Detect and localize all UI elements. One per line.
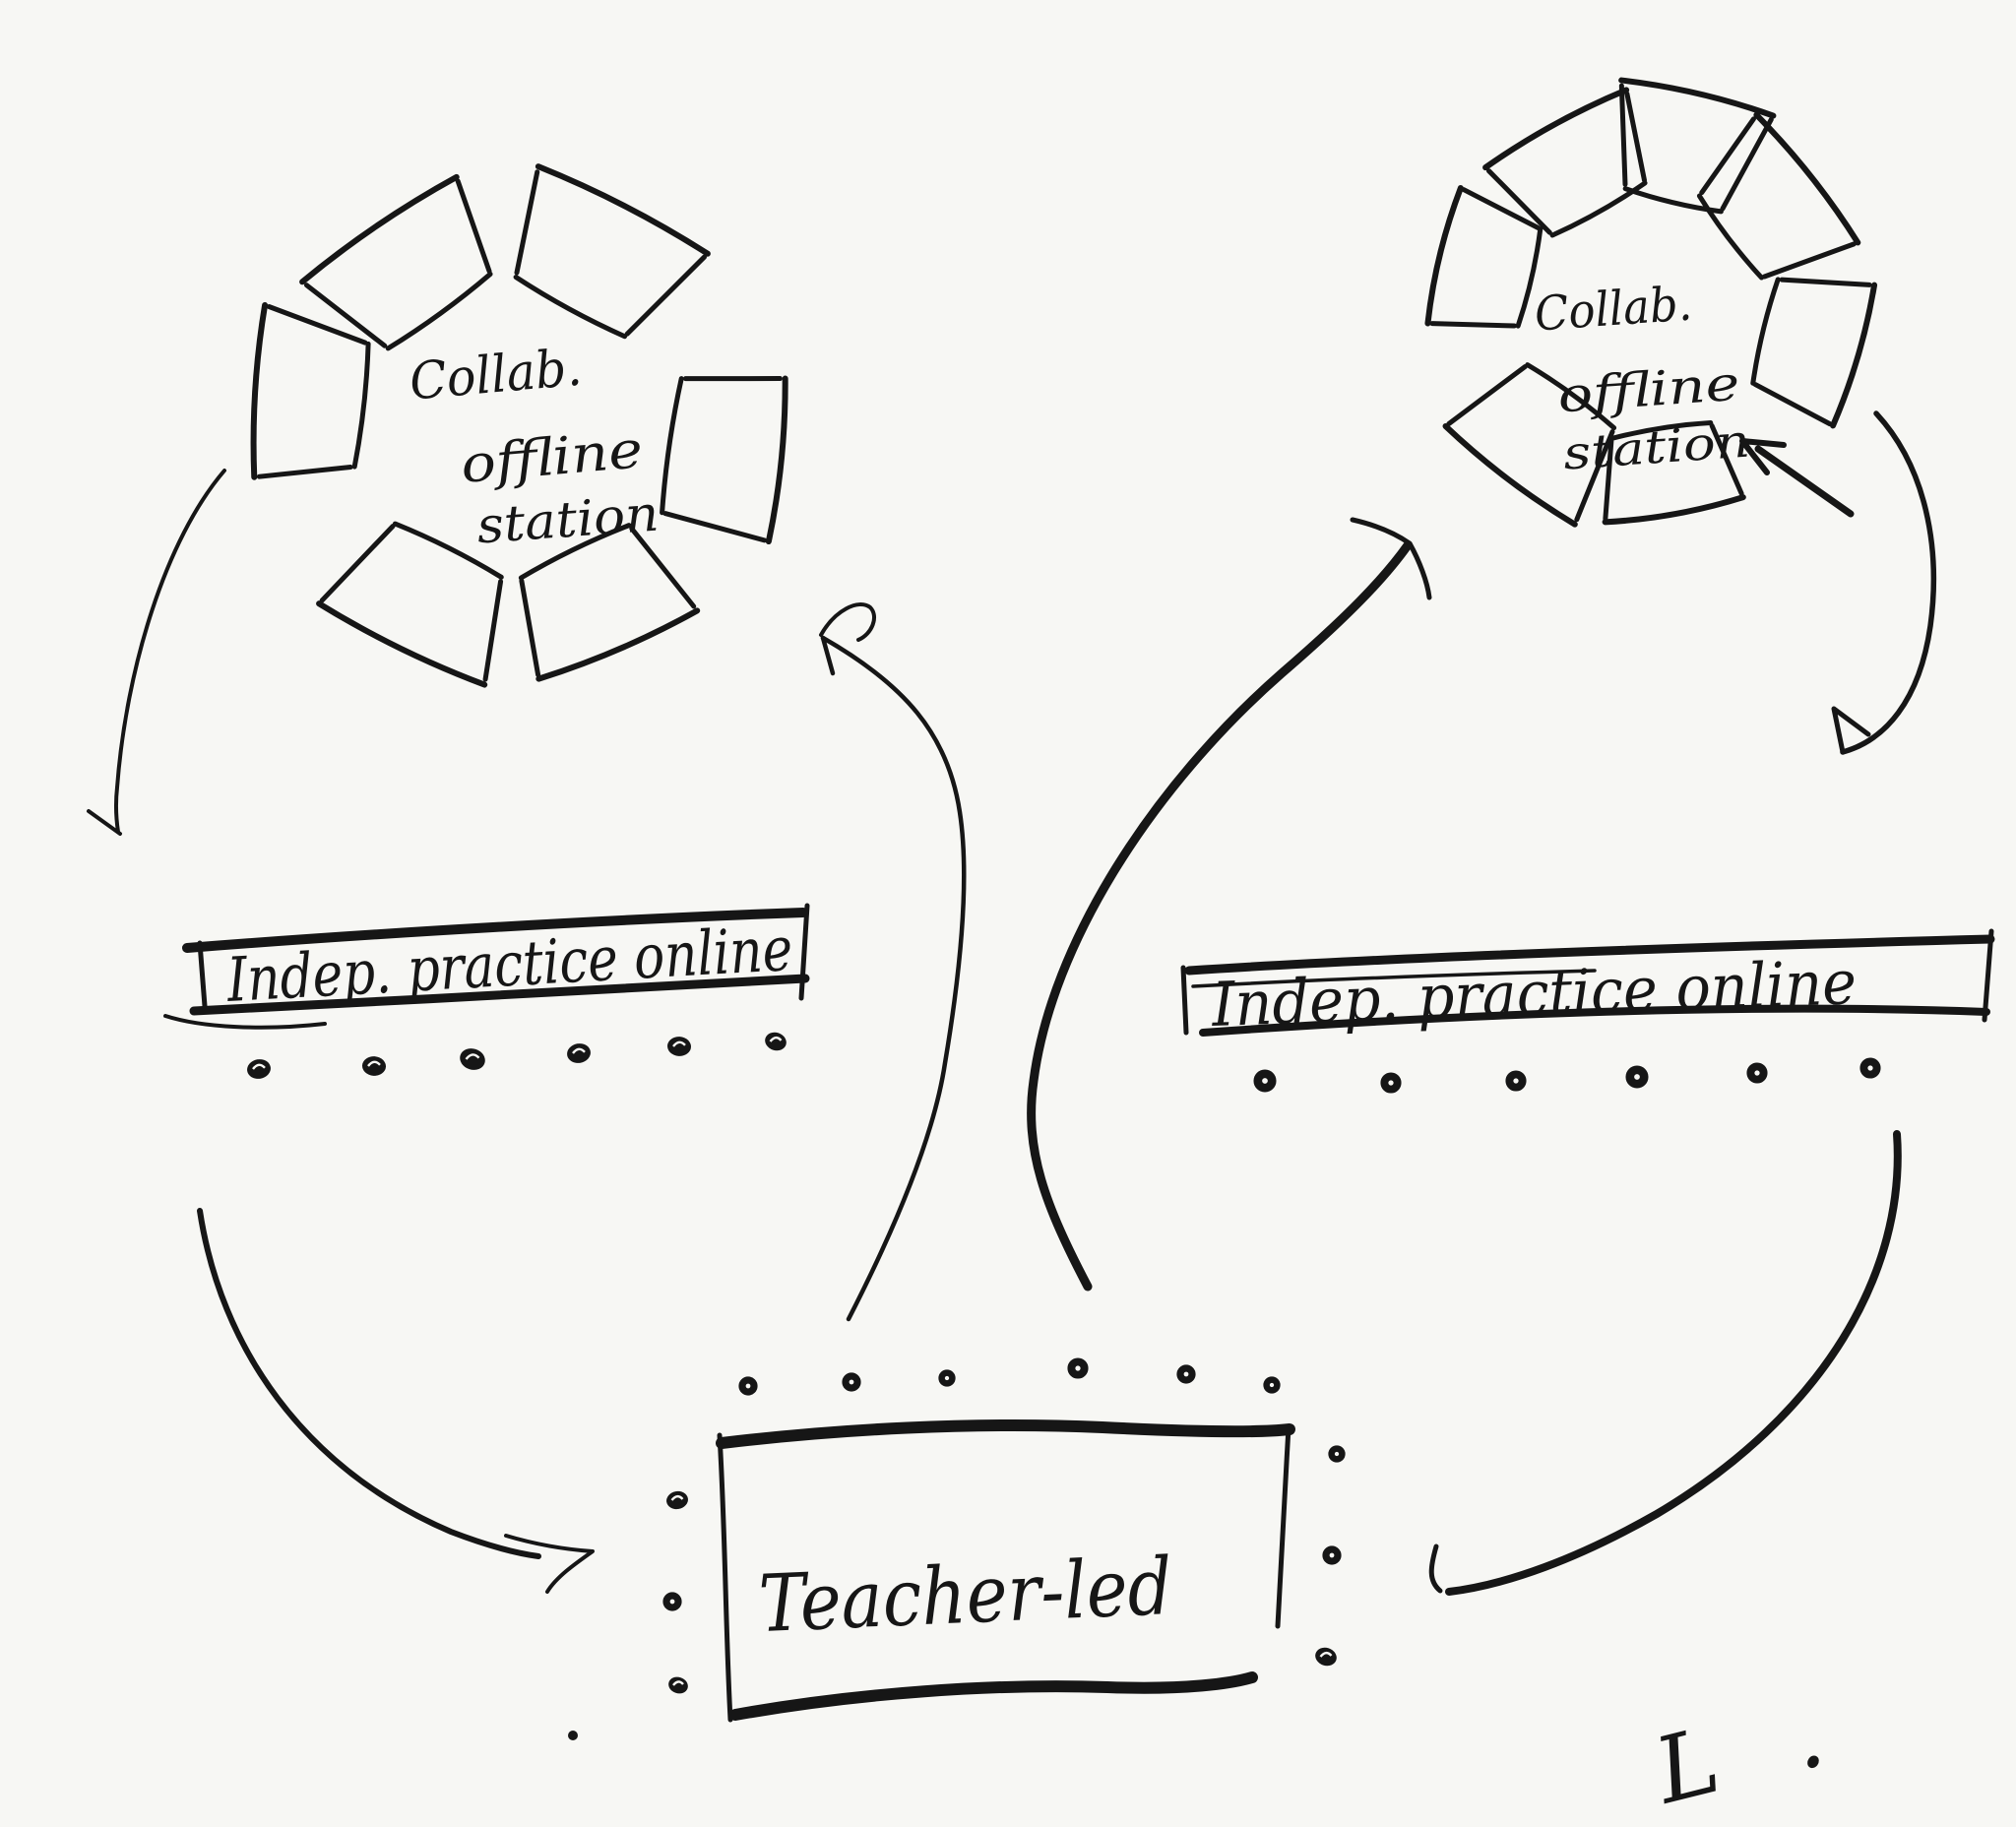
student-dot [1176,1364,1196,1384]
desk [250,301,371,480]
signature: L. [1643,1663,1910,1825]
student-dot [738,1376,758,1396]
student-dots-teacher-right [1315,1445,1346,1667]
box-right-tick [1982,928,1994,1023]
student-dots-teacher-top [738,1357,1281,1396]
station-collab-offline-left: Collab. offline station [250,163,788,688]
arrow-indep-right-to-teacher [1428,1130,1902,1596]
box-bottom-flourish [163,1014,327,1030]
desk [299,173,493,351]
box-left-tick [197,940,208,1009]
indep-left-label: Indep. practice online [224,913,794,1016]
arrow-head-curl [819,602,876,642]
station-collab-offline-right: Collab. offline station [1424,77,1878,528]
student-dot [842,1372,861,1392]
box-bottom-edge [729,1671,1258,1721]
desk [1442,362,1617,528]
station-right-label-line-1: Collab. [1533,277,1694,343]
arrow-head [87,809,122,836]
student-dots-indep-right [1253,1057,1881,1094]
station-left-desks [250,163,788,688]
arrow-shaft [820,635,967,1322]
student-dot [568,1731,578,1740]
student-dot [1253,1069,1277,1093]
station-left-label-line-1: Collab. [408,339,585,412]
stray-dot [568,1731,578,1740]
station-right-label-line-3: station [1561,413,1751,479]
student-dot [1328,1445,1346,1463]
arrow-shaft [1027,540,1413,1292]
arrow-head [1831,706,1871,755]
station-left-label-line-2: offline [459,420,646,495]
teacher-led-label: Teacher-led [757,1541,1174,1650]
desk [660,375,788,545]
desk [1602,419,1746,526]
arrow-shaft [1754,445,1855,518]
arrow-pointer-station-right [1739,438,1855,518]
arrow-head [1428,1544,1443,1594]
arrow-head [820,635,836,676]
desk [1424,185,1544,329]
arrow-shaft [113,469,226,834]
indep-practice-box-left: Indep. practice online [163,903,810,1079]
box-left-tick [1180,965,1189,1036]
student-dot [1859,1057,1881,1079]
student-dot [247,1059,271,1079]
teacher-led-box: Teacher-led [568,1357,1346,1740]
arrow-shaft [1840,410,1937,755]
desk [316,521,504,688]
box-bottom-edge [1199,1004,1990,1037]
arrow-teacher-to-station-right [1027,517,1432,1292]
desk [1618,77,1777,215]
box-left-edge [717,1432,733,1723]
student-dot [666,1490,688,1510]
station-left-label-line-3: station [475,485,662,555]
student-dot [1067,1357,1089,1379]
student-dot [667,1037,691,1056]
arrow-head [1739,438,1787,475]
arrow-shaft [197,1208,541,1559]
desk [513,163,711,340]
arrow-head [504,1534,595,1594]
box-bottom-edge [189,974,810,1016]
box-right-tick [798,903,810,1001]
student-dot [1746,1062,1768,1084]
student-dot [567,1043,591,1063]
arrow-station-left-to-indep-left [87,469,226,836]
box-top-edge [1184,934,1995,976]
student-dot [1322,1545,1342,1565]
box-top-edge [716,1419,1295,1449]
arrow-head [1350,517,1432,600]
student-dots-teacher-left [662,1490,688,1694]
student-dot [1505,1070,1527,1092]
station-right-label-line-2: offline [1556,356,1741,424]
student-dot [668,1676,688,1694]
student-dot [662,1592,682,1611]
arrow-shaft [1445,1130,1902,1596]
arrow-indep-left-to-teacher [197,1208,595,1594]
desk [518,523,701,682]
student-dot [362,1056,386,1076]
student-dot [460,1048,485,1070]
arrow-station-right-to-indep-right [1831,410,1937,755]
desk [1750,277,1878,429]
desk [1482,87,1648,238]
student-dot [938,1369,956,1387]
student-dot [765,1032,787,1051]
student-dot [1263,1376,1281,1394]
student-dots-indep-left [247,1032,787,1079]
box-right-edge [1275,1424,1292,1629]
student-dot [1315,1647,1337,1667]
student-dot [1380,1072,1402,1094]
box-top-edge [182,908,808,953]
box-top-inner-line [1191,969,1597,988]
desk [1696,111,1861,281]
arrow-teacher-to-station-left [819,602,967,1322]
station-right-desks [1424,77,1878,528]
indep-practice-box-right: Indep. practice online [1180,928,1995,1094]
student-dot [1625,1065,1649,1089]
